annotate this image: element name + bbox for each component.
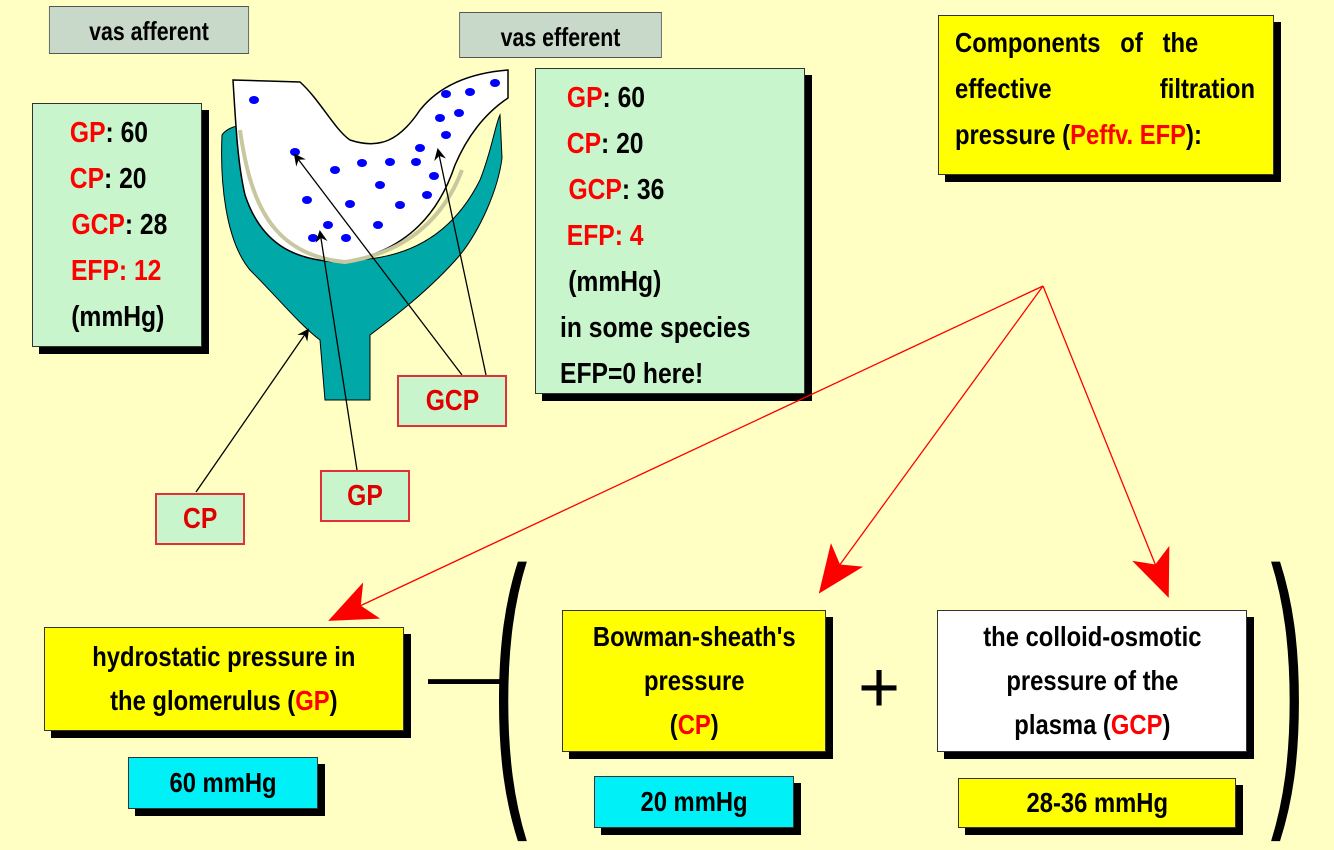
gp-term: GP <box>295 685 330 716</box>
cp-label: CP <box>69 163 105 195</box>
gp-label-box: GP <box>320 470 410 522</box>
gcp-box-line1: the colloid-osmotic <box>982 621 1202 652</box>
gcp-box-line3c: ) <box>1162 709 1171 740</box>
open-paren: ( <box>492 507 528 843</box>
cp-formula-box: Bowman-sheath's pressure (CP) <box>562 610 826 752</box>
gp-value: : 60 <box>602 82 645 114</box>
gp-value: : 60 <box>105 117 148 149</box>
gcp-label: GCP <box>568 174 622 206</box>
afferent-values-box: GP: 60 CP: 20 GCP: 28 EFP: 12 (mmHg) <box>32 103 202 347</box>
unit-label: (mmHg) <box>71 301 165 333</box>
cp-box-line2: pressure <box>643 665 745 696</box>
species-note: in some species <box>560 312 751 344</box>
gcp-value: : 36 <box>621 174 665 206</box>
cp-value-box: 20 mmHg <box>594 776 794 828</box>
blood-cells <box>249 79 500 242</box>
cp-value: : 20 <box>601 128 644 160</box>
gcp-formula-box: the colloid-osmotic pressure of the plas… <box>937 610 1247 752</box>
components-line3a: pressure ( <box>955 119 1071 150</box>
cp-label-box: CP <box>155 493 245 545</box>
vas-efferent-header: vas efferent <box>459 12 662 58</box>
gcp-label: GCP <box>71 209 125 241</box>
components-line3c: ): <box>1186 119 1202 150</box>
gcp-value: : 28 <box>124 209 168 241</box>
gp-value-box: 60 mmHg <box>128 757 318 809</box>
components-line1: Components of the <box>955 27 1199 58</box>
gp-box-line2a: the glomerulus ( <box>110 685 296 716</box>
components-box: Components of the effective filtration pr… <box>938 15 1274 175</box>
gcp-value-box: 28-36 mmHg <box>958 778 1236 828</box>
gp-label: GP <box>566 82 603 114</box>
gcp-box-line2: pressure of the <box>1006 665 1178 696</box>
cp-box-line3a: ( <box>669 709 678 740</box>
efp-value: EFP: 4 <box>566 220 644 252</box>
gcp-label-box: GCP <box>397 375 507 427</box>
gp-box-line1: hydrostatic pressure in <box>92 641 356 672</box>
gcp-box-line3a: plasma ( <box>1013 709 1111 740</box>
components-line2b: filtration <box>1159 73 1255 104</box>
cp-box-line1: Bowman-sheath's <box>592 621 796 652</box>
efferent-values-box: GP: 60 CP: 20 GCP: 36 EFP: 4 (mmHg) in s… <box>535 68 805 394</box>
cp-value: : 20 <box>104 163 147 195</box>
cp-term: CP <box>677 709 711 740</box>
cp-box-line3c: ) <box>710 709 719 740</box>
vas-afferent-header: vas afferent <box>48 6 250 54</box>
efp-zero-note: EFP=0 here! <box>560 358 704 390</box>
plus-sign: + <box>858 648 901 728</box>
minus-sign: — <box>428 636 500 716</box>
close-paren: ) <box>1270 507 1306 843</box>
gp-label: GP <box>69 117 106 149</box>
gp-box-line2c: ) <box>329 685 338 716</box>
components-line2a: effective <box>955 73 1052 104</box>
cp-label: CP <box>566 128 602 160</box>
gcp-term: GCP <box>1110 709 1163 740</box>
unit-label: (mmHg) <box>568 266 662 298</box>
gp-formula-box: hydrostatic pressure in the glomerulus (… <box>44 627 404 731</box>
efp-value: EFP: 12 <box>70 255 162 287</box>
efp-term: Peffv. EFP <box>1070 119 1187 150</box>
